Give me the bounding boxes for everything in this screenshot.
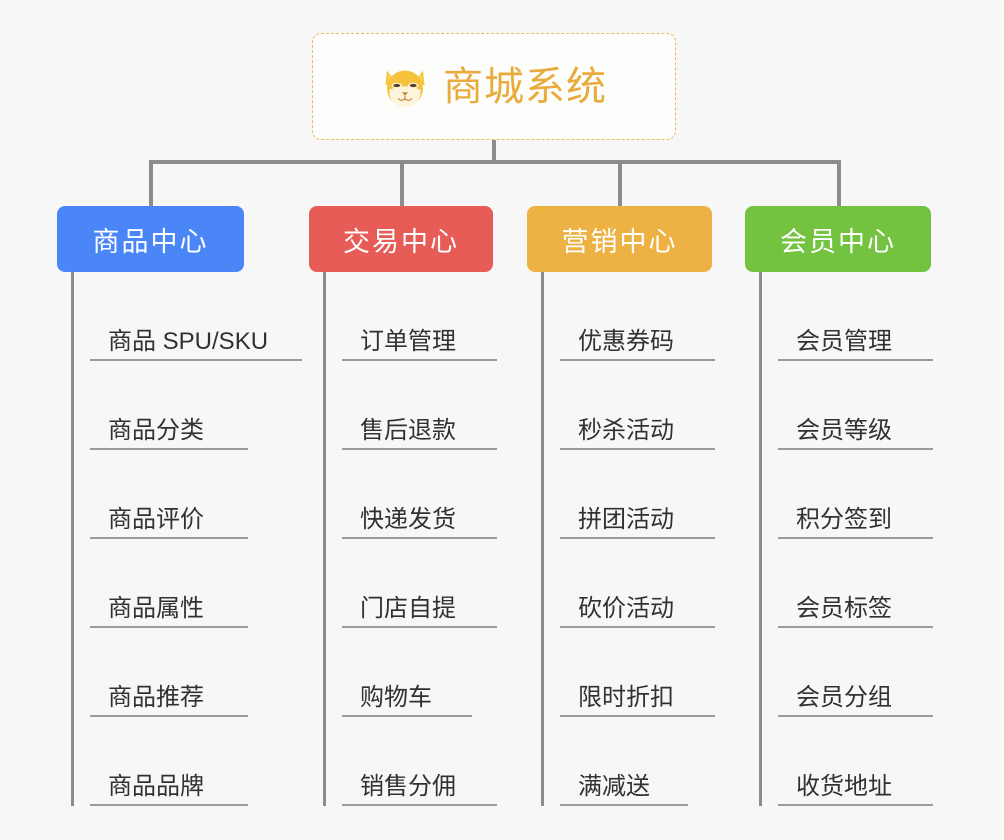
shiba-dog-face-icon [385,70,425,108]
list-item-label: 会员标签 [796,594,892,622]
connector-drop-1 [400,160,404,208]
branch-product-center: 商品中心 商品 SPU/SKU 商品分类 商品评价 商品属性 商品推荐 商品品牌 [57,206,307,806]
list-item[interactable]: 快递发货 [342,450,497,539]
list-item-label: 订单管理 [360,327,456,355]
branch-marketing-center: 营销中心 优惠券码 秒杀活动 拼团活动 砍价活动 限时折扣 满减送 [527,206,745,806]
root-node-mall-system[interactable]: 商城系统 [312,33,676,140]
list-item-label: 会员分组 [796,683,892,711]
branch-items-trade-center: 订单管理 售后退款 快递发货 门店自提 购物车 销售分佣 [323,272,527,806]
list-item-label: 会员等级 [796,416,892,444]
list-item[interactable]: 秒杀活动 [560,361,715,450]
list-item[interactable]: 满减送 [560,717,688,806]
list-item[interactable]: 积分签到 [778,450,933,539]
list-item[interactable]: 拼团活动 [560,450,715,539]
list-item-label: 商品分类 [108,416,204,444]
list-item[interactable]: 商品分类 [90,361,248,450]
branch-header-trade-center[interactable]: 交易中心 [309,206,493,272]
list-item[interactable]: 限时折扣 [560,628,715,717]
branch-header-product-center[interactable]: 商品中心 [57,206,244,272]
list-item-label: 满减送 [578,772,650,800]
branch-trade-center: 交易中心 订单管理 售后退款 快递发货 门店自提 购物车 销售分佣 [309,206,527,806]
branch-header-label: 会员中心 [780,226,896,257]
list-item[interactable]: 优惠券码 [560,272,715,361]
list-item-label: 购物车 [360,683,432,711]
list-item-label: 优惠券码 [578,327,674,355]
list-item[interactable]: 收货地址 [778,717,933,806]
list-item-label: 售后退款 [360,416,456,444]
list-item-label: 限时折扣 [578,683,674,711]
list-item-label: 秒杀活动 [578,416,674,444]
list-item[interactable]: 会员管理 [778,272,933,361]
list-item[interactable]: 商品 SPU/SKU [90,272,302,361]
list-item-label: 商品推荐 [108,683,204,711]
list-item-label: 商品属性 [108,594,204,622]
list-item-label: 砍价活动 [578,594,674,622]
branch-header-label: 营销中心 [561,226,678,257]
list-item[interactable]: 售后退款 [342,361,497,450]
branch-header-label: 交易中心 [343,226,459,257]
list-item[interactable]: 商品推荐 [90,628,248,717]
list-item-label: 门店自提 [360,594,456,622]
branch-member-center: 会员中心 会员管理 会员等级 积分签到 会员标签 会员分组 收货地址 [745,206,963,806]
list-item[interactable]: 商品品牌 [90,717,248,806]
list-item-label: 商品评价 [108,505,204,533]
branch-header-label: 商品中心 [92,226,209,257]
connector-drop-0 [149,160,153,208]
list-item[interactable]: 销售分佣 [342,717,497,806]
connector-drop-3 [837,160,841,208]
connector-bus [149,160,841,164]
branch-items-member-center: 会员管理 会员等级 积分签到 会员标签 会员分组 收货地址 [759,272,963,806]
list-item-label: 积分签到 [796,505,892,533]
branch-header-marketing-center[interactable]: 营销中心 [527,206,712,272]
branch-items-marketing-center: 优惠券码 秒杀活动 拼团活动 砍价活动 限时折扣 满减送 [541,272,745,806]
list-item-label: 会员管理 [796,327,892,355]
list-item[interactable]: 商品评价 [90,450,248,539]
list-item-label: 商品 SPU/SKU [108,327,269,355]
list-item[interactable]: 会员等级 [778,361,933,450]
list-item-label: 拼团活动 [578,505,674,533]
connector-drop-2 [618,160,622,208]
list-item-label: 收货地址 [796,772,892,800]
list-item[interactable]: 会员分组 [778,628,933,717]
branch-items-product-center: 商品 SPU/SKU 商品分类 商品评价 商品属性 商品推荐 商品品牌 [71,272,307,806]
list-item-label: 销售分佣 [360,772,456,800]
list-item[interactable]: 购物车 [342,628,472,717]
list-item[interactable]: 商品属性 [90,539,248,628]
connector-trunk [492,140,496,164]
list-item[interactable]: 砍价活动 [560,539,715,628]
list-item-label: 快递发货 [360,505,456,533]
list-item[interactable]: 会员标签 [778,539,933,628]
list-item[interactable]: 订单管理 [342,272,497,361]
list-item-label: 商品品牌 [108,772,204,800]
root-title: 商城系统 [443,64,607,109]
list-item[interactable]: 门店自提 [342,539,497,628]
branch-header-member-center[interactable]: 会员中心 [745,206,931,272]
